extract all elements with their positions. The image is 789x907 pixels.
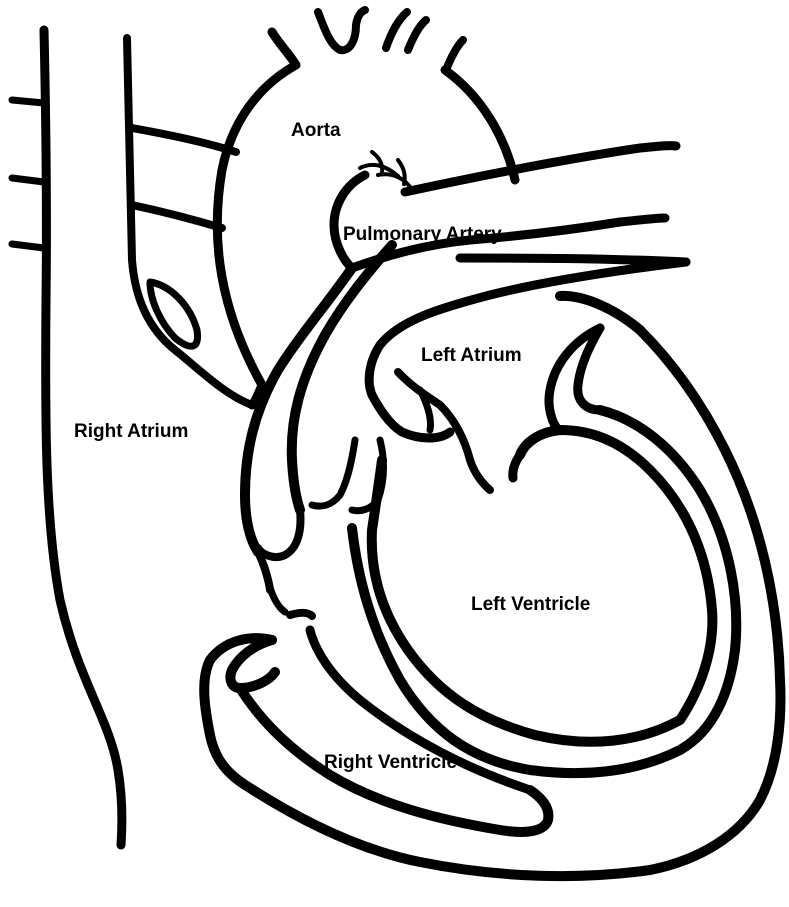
label-left-atrium: Left Atrium — [421, 345, 522, 366]
label-aorta: Aorta — [291, 120, 341, 141]
label-left-ventricle: Left Ventricle — [471, 594, 590, 615]
right-heart-chambers — [204, 296, 780, 876]
label-right-ventricle: Right Ventricle — [324, 752, 457, 773]
label-right-atrium: Right Atrium — [74, 421, 188, 442]
label-pulmonary-artery: Pulmonary Artery — [343, 224, 502, 245]
left-heart-chambers — [312, 262, 736, 773]
aorta — [217, 10, 515, 385]
